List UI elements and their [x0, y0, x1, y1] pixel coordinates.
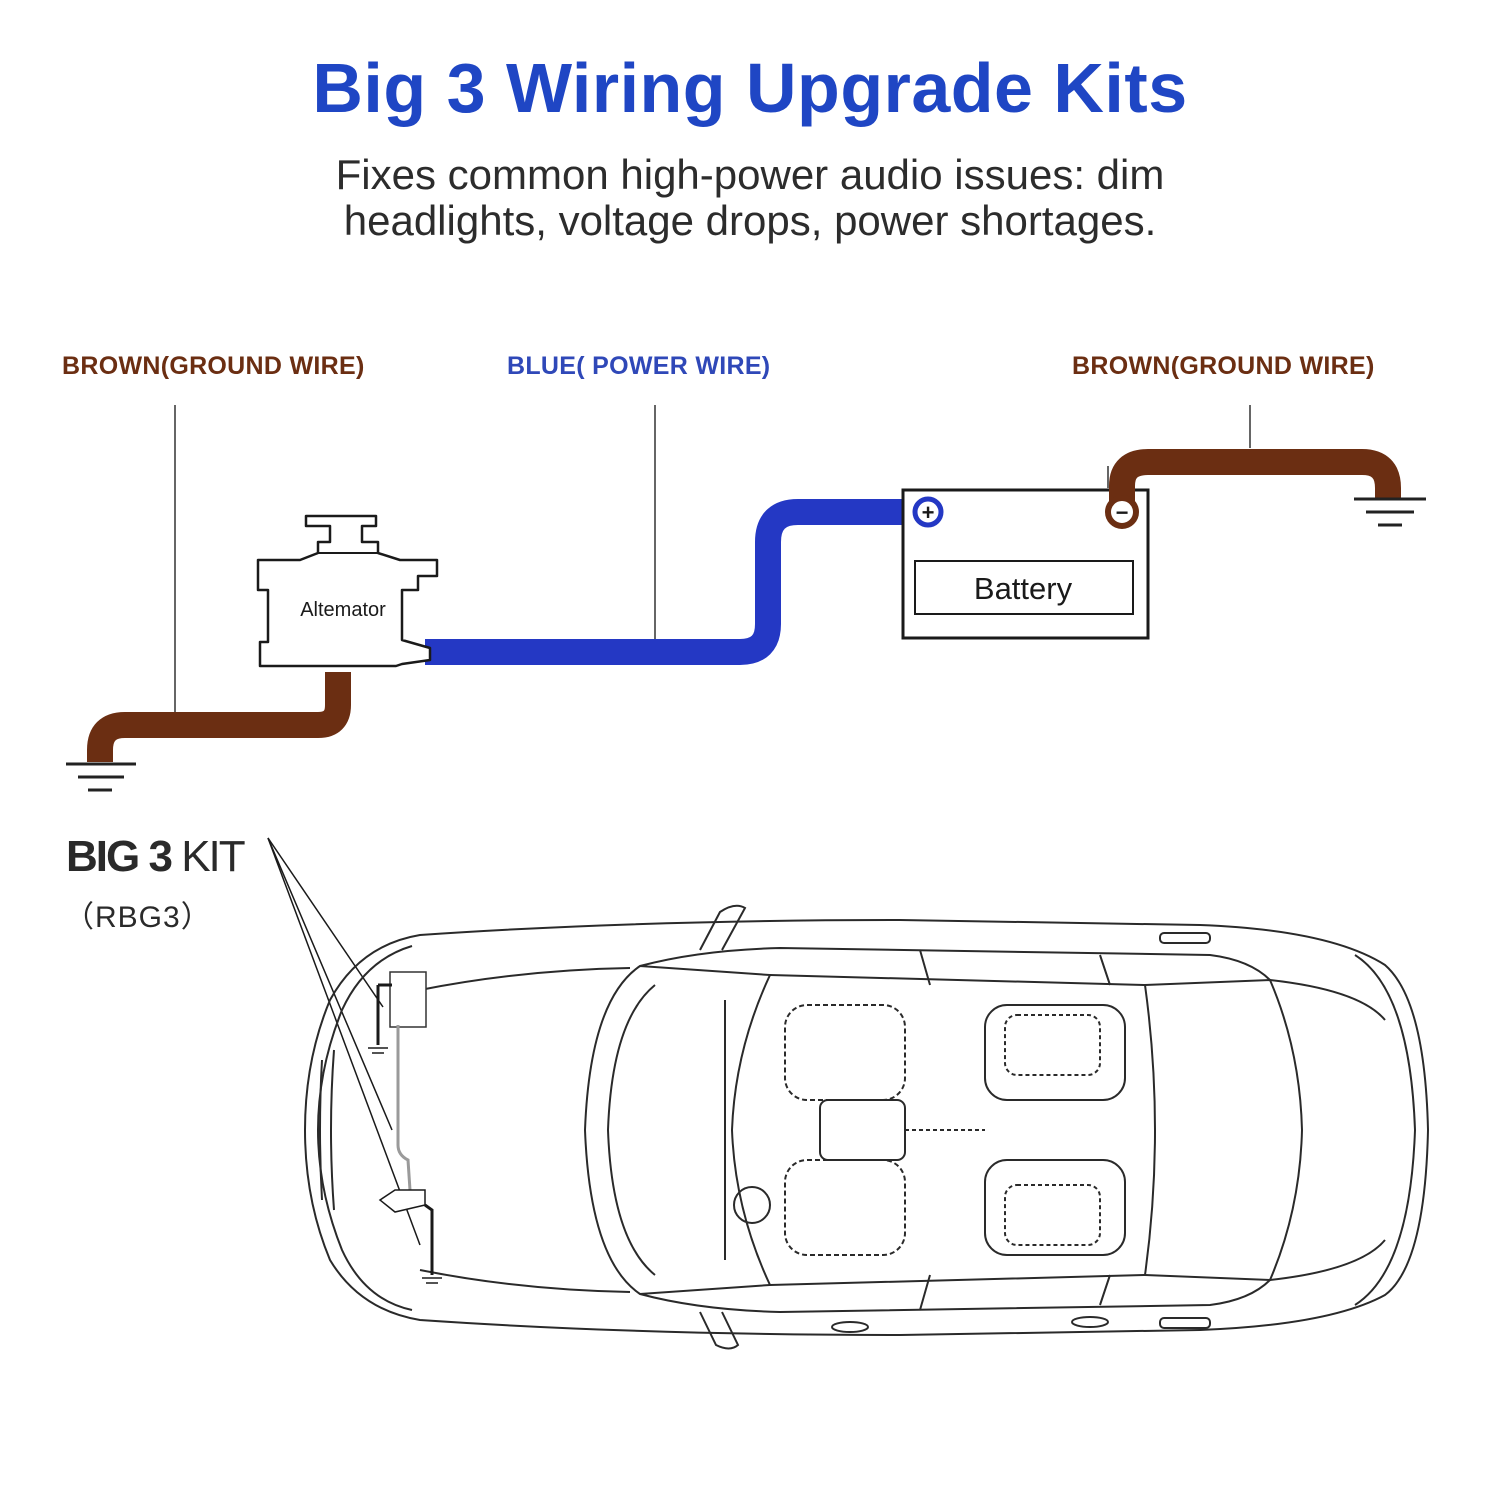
power-wire [425, 499, 928, 665]
kit-title-number: 3 [148, 832, 173, 881]
page-title: Big 3 Wiring Upgrade Kits [312, 49, 1188, 127]
left-ground-icon [66, 762, 136, 792]
alternator-icon [256, 514, 439, 668]
alternator-label: Altemator [300, 599, 386, 621]
kit-code: （RBG3） [64, 901, 212, 934]
kit-title: BIG 3 KIT [66, 832, 246, 882]
positive-terminal-icon [912, 496, 944, 528]
subtitle-line-1: Fixes common high-power audio issues: di… [335, 151, 1165, 198]
kit-pointer-lines [267, 837, 421, 1246]
right-ground-wire-label: BROWN(GROUND WIRE) [1072, 352, 1375, 380]
right-ground-wire [1109, 449, 1401, 512]
left-ground-wire-label: BROWN(GROUND WIRE) [62, 352, 365, 380]
negative-terminal-label: − [1116, 500, 1129, 525]
battery-label: Battery [974, 571, 1073, 606]
subtitle-line-2: headlights, voltage drops, power shortag… [343, 197, 1157, 244]
car-engine-wiring [368, 971, 442, 1284]
negative-terminal-icon [1105, 495, 1139, 529]
subtitle: Fixes common high-power audio issues: di… [250, 152, 1250, 244]
left-ground-wire [87, 672, 351, 763]
right-ground-icon [1354, 497, 1426, 527]
kit-title-big: BIG [66, 832, 140, 881]
power-wire-label: BLUE( POWER WIRE) [507, 352, 771, 380]
positive-terminal-label: + [922, 500, 935, 525]
kit-title-kit: KIT [181, 832, 245, 881]
battery-label-box [914, 560, 1134, 615]
car-top-view-icon [303, 904, 1430, 1350]
